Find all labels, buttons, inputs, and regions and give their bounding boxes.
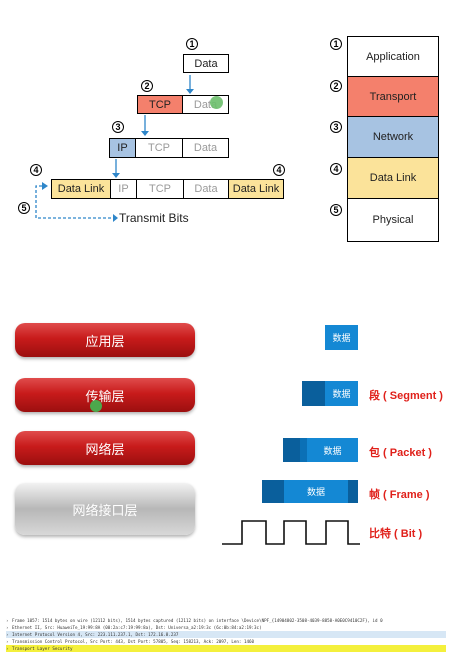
step-3-marker: 3 (112, 121, 124, 133)
frame-label: 帧 ( Frame ) (369, 489, 430, 501)
packet-tcp-box: TCP (135, 138, 183, 158)
step-5-marker: 5 (18, 202, 30, 214)
packet-label: 包 ( Packet ) (369, 447, 432, 459)
packet-ip-block (283, 438, 300, 462)
ws-tls-line[interactable]: ›Transport Layer Security (6, 645, 446, 652)
packet-data-block: 数据 (307, 438, 358, 462)
step-4-marker-right: 4 (273, 164, 285, 176)
ws-ip-line[interactable]: ›Internet Protocol Version 4, Src: 223.1… (6, 631, 446, 638)
app-data-block: 数据 (325, 325, 358, 350)
bit-label: 比特 ( Bit ) (369, 528, 423, 540)
stack-transport: Transport (347, 76, 439, 117)
stack-num-2: 2 (330, 80, 342, 92)
frame-data-box: Data (183, 179, 229, 199)
frame-tcp-box: TCP (136, 179, 184, 199)
segment-header-block (302, 381, 325, 406)
stack-physical: Physical (347, 198, 439, 242)
app-data-box: Data (183, 54, 229, 73)
transmit-bits-label: Transmit Bits (119, 211, 189, 225)
segment-label: 段 ( Segment ) (369, 390, 443, 402)
packet-data-box: Data (182, 138, 229, 158)
frame-trailer-box: Data Link (228, 179, 284, 199)
packet-tcp-block (300, 438, 307, 462)
stack-network: Network (347, 116, 439, 158)
stack-datalink: Data Link (347, 157, 439, 199)
stack-num-3: 3 (330, 121, 342, 133)
ws-tcp-line[interactable]: ›Transmission Control Protocol, Src Port… (6, 639, 255, 644)
cursor-dot-2 (90, 400, 102, 412)
layer-network-interface: 网络接口层 (15, 483, 195, 535)
ip-header-box: IP (109, 138, 136, 158)
stack-num-1: 1 (330, 38, 342, 50)
step-2-marker: 2 (141, 80, 153, 92)
stack-num-4: 4 (330, 163, 342, 175)
layer-transport: 传输层 (15, 378, 195, 412)
layer-network: 网络层 (15, 431, 195, 465)
ws-ethernet-line[interactable]: ›Ethernet II, Src: HuaweiTe_19:99:8A (00… (6, 625, 262, 630)
frame-header-box: Data Link (51, 179, 111, 199)
stack-application: Application (347, 36, 439, 77)
stack-num-5: 5 (330, 204, 342, 216)
step-4-marker-left: 4 (30, 164, 42, 176)
bit-waveform (222, 520, 360, 545)
frame-trailer-block (348, 480, 358, 503)
encapsulation-arrows (35, 75, 194, 222)
cursor-dot (210, 96, 223, 109)
step-1-marker: 1 (186, 38, 198, 50)
layer-application: 应用层 (15, 323, 195, 357)
ws-frame-line[interactable]: ›Frame 1057: 1514 bytes on wire (12112 b… (6, 618, 383, 623)
segment-data-block: 数据 (325, 381, 358, 406)
frame-data-block: 数据 (284, 480, 348, 503)
frame-header-block (262, 480, 284, 503)
